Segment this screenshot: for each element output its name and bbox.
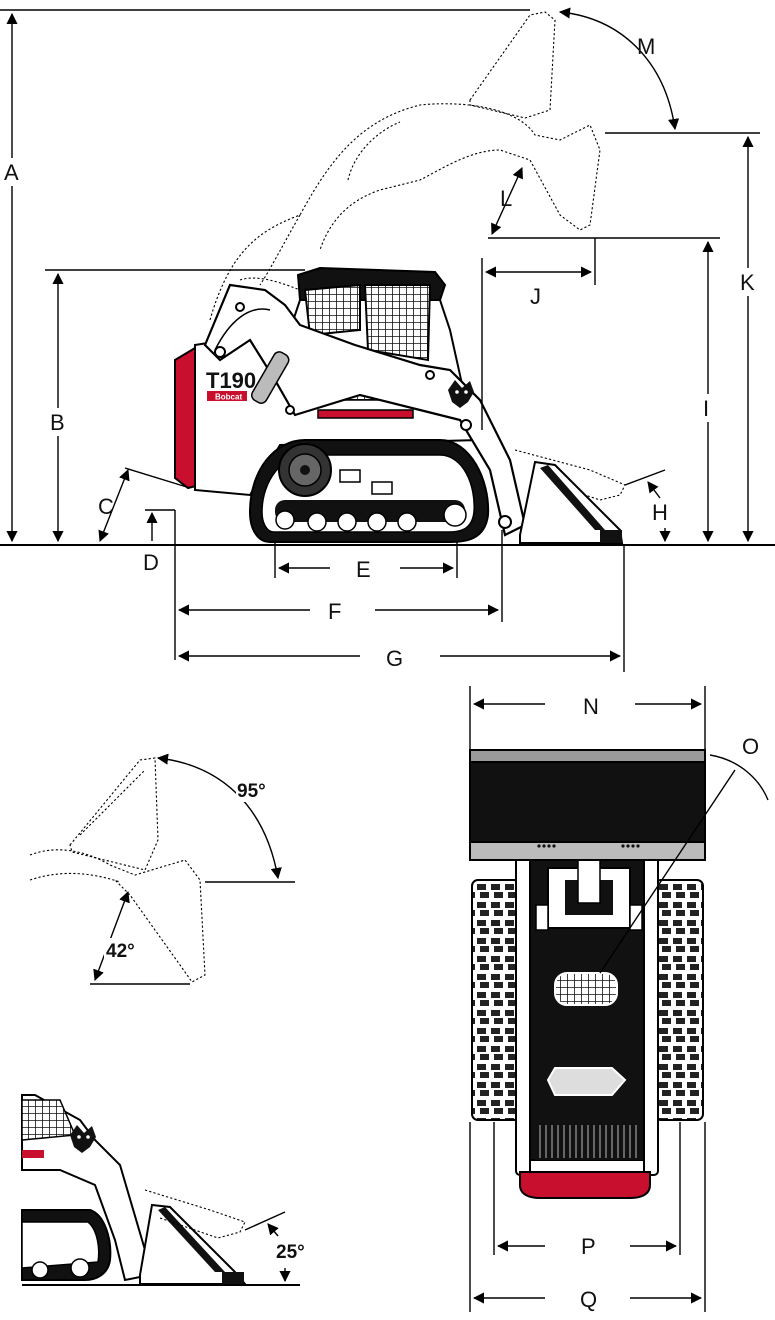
label-M: M (637, 34, 655, 59)
cab-side-grid (303, 283, 361, 337)
bucket-rollback-angle-label: 25° (276, 1242, 305, 1263)
cab-front-grid (363, 284, 432, 362)
label-C: C (98, 494, 114, 519)
track-assembly (248, 439, 490, 543)
label-K: K (740, 270, 755, 295)
label-N: N (583, 694, 599, 719)
label-H: H (652, 500, 668, 525)
roof-grid (554, 972, 618, 1006)
left-lift-arm (515, 854, 531, 1176)
side-view: T190 Bobcat (0, 7, 775, 672)
label-J: J (530, 284, 541, 309)
dimension-lines (0, 7, 760, 672)
dump-angle-label: 95° (237, 781, 266, 802)
label-B: B (50, 410, 65, 435)
bucket-top (469, 749, 706, 763)
bobcat-logo-icon (70, 1125, 96, 1153)
label-Q: Q (580, 1287, 597, 1312)
label-I: I (703, 396, 709, 421)
label-D: D (143, 550, 159, 575)
label-P: P (581, 1234, 596, 1259)
label-F: F (328, 599, 341, 624)
brand-label: Bobcat (215, 393, 242, 402)
label-L: L (500, 186, 512, 211)
left-track (471, 879, 521, 1121)
bobcat-logo-icon (448, 380, 474, 408)
rear-door-top (519, 1171, 651, 1199)
front-view: N (469, 686, 769, 1312)
cab-step (317, 409, 414, 419)
lift-angle-detail: 95° 42° (29, 753, 295, 985)
label-O: O (742, 734, 759, 759)
machine-body: T190 Bobcat (174, 266, 624, 544)
label-E: E (356, 557, 371, 582)
rollback-angle-label: 42° (106, 941, 135, 962)
lift-cylinder (251, 351, 290, 404)
dimension-labels: A B C D E F G H I J K L M (2, 34, 761, 671)
brand-badge (207, 391, 247, 401)
label-A: A (4, 160, 19, 185)
label-G: G (386, 646, 403, 671)
raised-lift-arm-outline (209, 11, 601, 321)
right-track (654, 879, 704, 1121)
bucket-angle-detail: 25° (21, 1094, 305, 1286)
model-label: T190 (206, 368, 256, 393)
